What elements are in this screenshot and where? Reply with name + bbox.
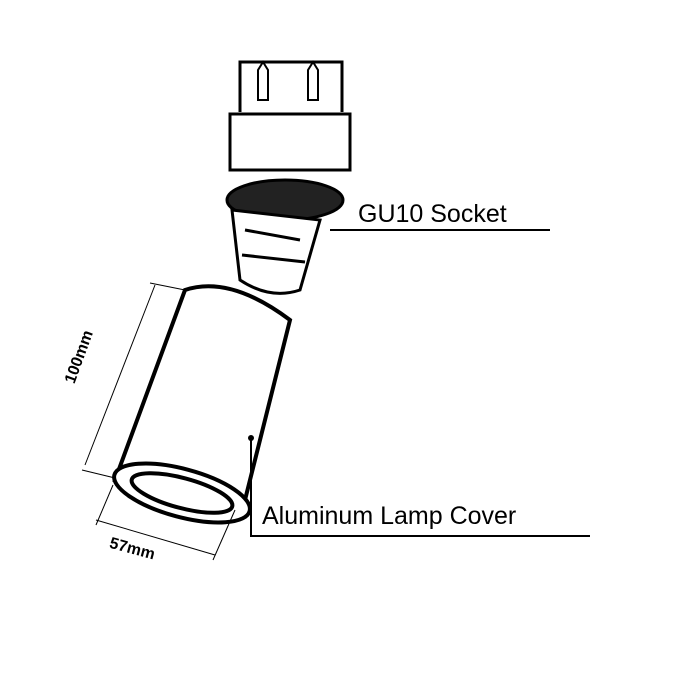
screws <box>257 60 319 101</box>
gu10-socket <box>225 178 345 295</box>
mount-bracket <box>228 60 352 172</box>
cover-label: Aluminum Lamp Cover <box>262 502 517 530</box>
dimension-lines <box>81 282 236 561</box>
cover-leader-line <box>250 438 590 537</box>
lamp-cover <box>112 284 293 525</box>
socket-label: GU10 Socket <box>358 200 507 228</box>
